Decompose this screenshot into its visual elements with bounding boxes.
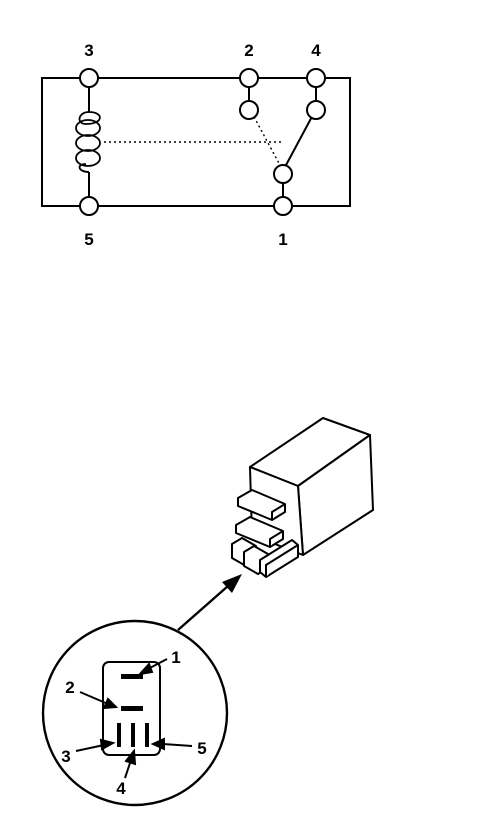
terminal-5-label: 5	[84, 230, 93, 249]
relay-housing-outline	[41, 77, 351, 207]
pin-2-label: 2	[65, 678, 74, 697]
terminal-4-label: 4	[311, 41, 321, 60]
pin-3-slot	[117, 723, 121, 747]
terminal-4-node	[306, 68, 326, 88]
armature-closed-contact	[284, 110, 316, 168]
pin-3-leader	[75, 744, 105, 752]
contact-2-node	[239, 100, 259, 120]
relay-pins	[231, 489, 299, 578]
terminal-1-node	[273, 196, 293, 216]
terminal-nodes	[79, 68, 326, 216]
terminal-5-node	[79, 196, 99, 216]
relay-body-illustration	[231, 417, 374, 578]
armature-open-contact	[252, 114, 282, 168]
pin-1-slot	[121, 674, 143, 679]
pin-1-label: 1	[171, 648, 180, 667]
connector-view: 1 2 3 4 5	[41, 619, 229, 807]
pin-2-slot	[121, 706, 143, 711]
terminal-3-label: 3	[84, 41, 93, 60]
pin-5-label: 5	[197, 739, 206, 758]
pin-5-leader	[162, 743, 193, 747]
terminal-1-label: 1	[278, 230, 287, 249]
pin-4-label: 4	[116, 779, 126, 798]
pin-4-slot	[131, 723, 135, 747]
terminal-2-label: 2	[244, 41, 253, 60]
contact-4-node	[306, 100, 326, 120]
terminal-2-node	[239, 68, 259, 88]
pin-5-slot	[145, 723, 149, 747]
pin-3-label: 3	[61, 747, 70, 766]
pointer-arrow	[177, 574, 242, 631]
armature-pivot-node	[273, 164, 293, 184]
pin-2-leader	[79, 691, 109, 705]
coil-winding	[75, 111, 101, 173]
terminal-3-node	[79, 68, 99, 88]
relay-schematic	[41, 77, 351, 207]
